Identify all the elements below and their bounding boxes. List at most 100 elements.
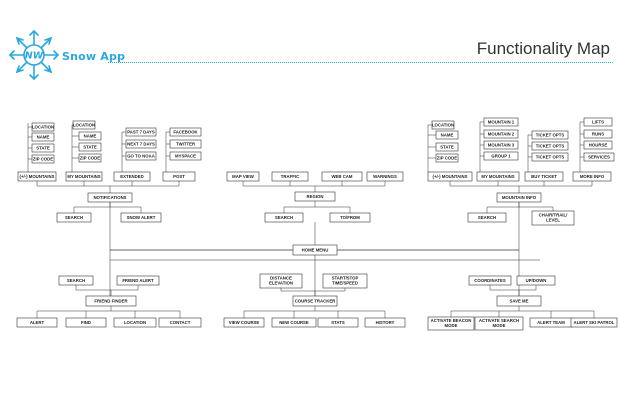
node-label: MODE [445,323,458,328]
node-ext: EXTENDED [113,171,151,182]
node-box [435,130,459,140]
node-tofrom: TO/FROM [329,212,371,223]
node-box [531,210,575,226]
node-box [572,171,612,182]
node-snowalert: SNOW ALERT [120,212,162,223]
node-label: SNOW ALERT [127,215,156,220]
node-label: NEXT 7 DAYS [127,141,155,146]
node-box [169,127,202,137]
connector-line [109,202,293,251]
node-tk3: TICKET OPTS [531,152,569,162]
node-box [531,130,569,140]
node-box [65,171,103,182]
node-label: MOUNTAIN INFO [502,195,537,200]
connector-line [315,206,351,213]
node-moreinfo: MORE INFO [572,171,612,182]
node-box [120,212,162,223]
compass-snowflake-icon: NW [8,29,60,81]
node-search3: SEARCH [467,212,507,223]
node-post: POST [162,171,196,182]
node-box [292,244,338,256]
node-notif: NOTIFICATIONS [87,192,133,203]
node-label: GO TO NOAA [127,153,155,158]
node-alertteam: ALERT TEAM [529,317,573,328]
node-box [321,171,363,182]
node-noaa: GO TO NOAA [125,151,157,161]
node-label: NEW COURSE [279,320,309,325]
node-label: SEARCH [478,215,496,220]
node-box [427,316,475,331]
node-box [85,295,137,307]
connector-line [283,201,316,213]
node-box [78,153,102,163]
node-box [431,120,455,130]
node-label: UP/DOWN [526,278,547,283]
node-label: EXTENDED [120,174,143,179]
node-label: TO/FROM [340,215,360,220]
node-loc3: LOCATION [431,120,455,130]
node-label: SEARCH [275,215,293,220]
connector-line [449,181,593,187]
node-mapview: MAP VIEW [226,171,260,182]
node-label: ALERT TEAM [537,320,565,325]
node-box [467,212,507,223]
node-stats: STATS [317,317,359,328]
node-box [476,171,520,182]
node-mm1: (+/-) MOUNTAINS [17,171,57,182]
node-box [496,192,542,203]
connector-line [242,181,386,187]
node-label: CONTACT [170,320,191,325]
node-fb: FACEBOOK [169,127,202,137]
node-label: SEARCH [65,215,83,220]
node-history: HISTORY [364,317,406,328]
node-chair: CHAIR/TRAIL/LEVEL [531,210,575,226]
node-mt1: MOUNTAIN 1 [483,117,519,127]
node-label: GROUP 1 [491,153,511,158]
node-box [483,151,519,161]
node-box [169,151,202,161]
node-label: ZIP CODE [33,156,53,161]
node-n7: NEXT 7 DAYS [125,139,157,149]
node-box [31,143,55,153]
node-mm3: (+/-) MOUNTAINS [427,171,473,182]
node-label: LIFTS [592,119,604,124]
node-box [583,117,613,127]
node-box [78,131,102,141]
connector-line [489,285,537,291]
node-box [72,120,96,130]
node-box [524,171,564,182]
node-label: MAP VIEW [232,174,255,179]
node-label: LOCATION [124,320,146,325]
node-box [259,273,303,289]
node-contact: CONTACT [158,317,202,328]
node-box [226,171,260,182]
node-label: NOTIFICATIONS [93,195,126,200]
node-label: LEVEL [546,218,560,223]
connector-line [486,202,520,213]
node-label: LOCATION [73,122,95,127]
node-label: WARNINGS [373,174,397,179]
node-label: STATE [83,144,97,149]
connector-line [337,202,520,251]
node-label: REGION [307,194,324,199]
node-box [317,317,359,328]
diagram-nodes: LOCATION NAME STATE ZIP CODE (+/-) MOUNTAINS… [16,117,618,331]
connector-line [519,310,595,318]
node-label: MOUNTAIN 1 [488,119,515,124]
node-traffic: TRAFFIC [271,171,309,182]
node-zip2: ZIP CODE [78,153,102,163]
node-label: MYSPACE [175,153,196,158]
node-label: ELEVATION [269,281,293,286]
node-label: (+/-) MOUNTAINS [20,174,55,179]
node-label: NAME [84,133,97,138]
node-services: SERVICES [583,152,615,162]
node-box [322,273,368,289]
node-label: WEB CAM [331,174,352,179]
connector-line [36,181,180,187]
node-box [56,212,92,223]
node-box [364,317,406,328]
node-label: TICKET OPTS [536,154,565,159]
node-mym3: MY MOUNTAINS [476,171,520,182]
